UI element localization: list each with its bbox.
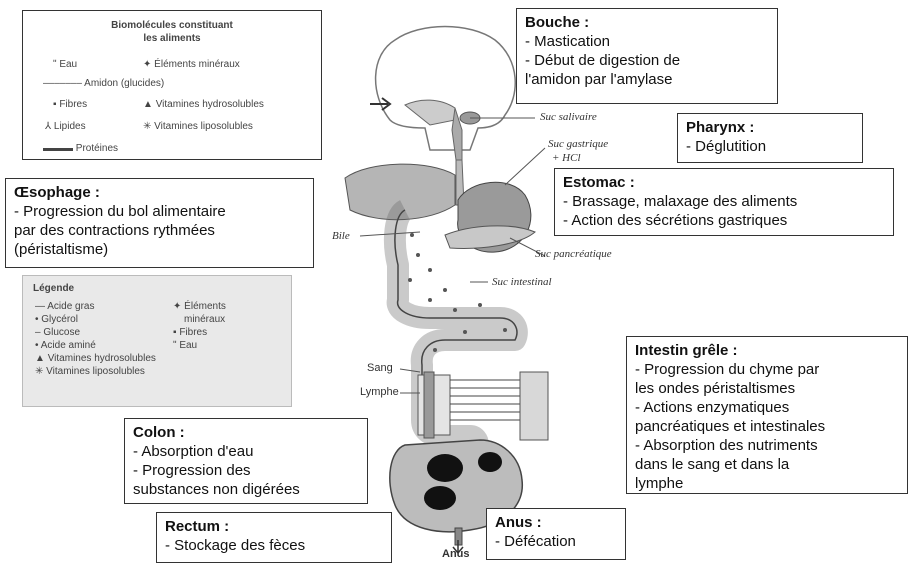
box-bouche: Bouche : - Mastication - Début de digest…	[516, 8, 778, 104]
bouche-line: - Mastication	[525, 32, 769, 51]
label-suc-pancreatique: Suc pancréatique	[535, 248, 612, 260]
box-rectum: Rectum : - Stockage des fèces	[156, 512, 392, 563]
intestin-line: - Actions enzymatiques	[635, 398, 899, 417]
label-lymphe: Lymphe	[360, 386, 399, 398]
label-suc-intestinal: Suc intestinal	[492, 276, 552, 288]
estomac-title: Estomac :	[563, 173, 885, 192]
absorption-lines	[450, 380, 520, 420]
bouche-line: - Début de digestion de	[525, 51, 769, 70]
intestin-title: Intestin grêle :	[635, 341, 899, 360]
feces-3	[478, 452, 502, 472]
estomac-line: - Brassage, malaxage des aliments	[563, 192, 885, 211]
colon-title: Colon :	[133, 423, 359, 442]
legend-item: • Glycérol	[35, 313, 156, 326]
legend-left-col: — Acide gras • Glycérol – Glucose • Acid…	[35, 300, 156, 378]
intestin-line: dans le sang et dans la	[635, 455, 899, 474]
legend-right-col: ✦ Éléments minéraux ▪ Fibres ʺ Eau	[173, 300, 226, 352]
bio-eau: ʺ Eau	[53, 58, 77, 71]
intestin-line: les ondes péristaltismes	[635, 379, 899, 398]
legend-item: ✦ Éléments	[173, 300, 226, 313]
rectum-title: Rectum :	[165, 517, 383, 536]
bio-amidon: ––––––– Amidon (glucides)	[43, 77, 164, 90]
colon-line: - Absorption d'eau	[133, 442, 359, 461]
label-bile: Bile	[332, 230, 350, 242]
bouche-line: l'amidon par l'amylase	[525, 70, 769, 89]
box-anus: Anus : - Défécation	[486, 508, 626, 560]
colon-line: substances non digérées	[133, 480, 359, 499]
legend-item: minéraux	[173, 313, 226, 326]
legend-item: ʺ Eau	[173, 339, 226, 352]
intestin-line: lymphe	[635, 474, 899, 493]
legend-item: – Glucose	[35, 326, 156, 339]
label-suc-salivaire: Suc salivaire	[540, 111, 597, 123]
bio-proteines: ▬▬▬ Protéines	[43, 142, 118, 155]
legend-item: — Acide gras	[35, 300, 156, 313]
bio-fibres: ▪ Fibres	[53, 98, 87, 111]
blood-vessel	[424, 372, 434, 438]
legend-box: Légende — Acide gras • Glycérol – Glucos…	[22, 275, 292, 407]
box-intestin-grele: Intestin grêle : - Progression du chyme …	[626, 336, 908, 494]
box-pharynx: Pharynx : - Déglutition	[677, 113, 863, 163]
legend-item: ▲ Vitamines hydrosolubles	[35, 352, 156, 365]
head-outline	[376, 27, 516, 151]
estomac-line: - Action des sécrétions gastriques	[563, 211, 885, 230]
label-sang: Sang	[367, 362, 393, 374]
bouche-title: Bouche :	[525, 13, 769, 32]
legend-item: • Acide aminé	[35, 339, 156, 352]
legend-item: ▪ Fibres	[173, 326, 226, 339]
intestin-line: - Progression du chyme par	[635, 360, 899, 379]
bio-vit-lipo: ✳ Vitamines liposolubles	[143, 120, 253, 133]
feces-2	[424, 486, 456, 510]
intestine-section	[520, 372, 548, 440]
biomolecules-title-line1: Biomolécules constituant	[111, 20, 233, 31]
legend-item: ✳ Vitamines liposolubles	[35, 365, 156, 378]
oesophage-line: par des contractions rythmées	[14, 221, 305, 240]
oesophage-line: (péristaltisme)	[14, 240, 305, 259]
biomolecules-title-line2: les aliments	[143, 33, 200, 44]
box-colon: Colon : - Absorption d'eau - Progression…	[124, 418, 368, 504]
bio-mineraux: ✦ Éléments minéraux	[143, 58, 240, 71]
legend-title: Légende	[33, 282, 281, 295]
box-oesophage: Œsophage : - Progression du bol alimenta…	[5, 178, 314, 268]
colon-line: - Progression des	[133, 461, 359, 480]
bio-lipides: ⅄ Lipides	[45, 120, 86, 133]
intestin-line: - Absorption des nutriments	[635, 436, 899, 455]
label-hcl: + HCl	[552, 152, 581, 164]
anus-title: Anus :	[495, 513, 617, 532]
feces-1	[427, 454, 463, 482]
biomolecules-box: Biomolécules constituant les aliments ʺ …	[22, 10, 322, 160]
anus-line: - Défécation	[495, 532, 617, 551]
bio-vit-hydro: ▲ Vitamines hydrosolubles	[143, 98, 264, 111]
rectum-line: - Stockage des fèces	[165, 536, 383, 555]
pharynx-title: Pharynx :	[686, 118, 854, 137]
label-anus: Anus	[442, 548, 470, 560]
box-estomac: Estomac : - Brassage, malaxage des alime…	[554, 168, 894, 236]
label-suc-gastrique: Suc gastrique	[548, 138, 608, 150]
oesophage-title: Œsophage :	[14, 183, 305, 202]
biomolecules-title: Biomolécules constituant les aliments	[23, 19, 321, 45]
oesophage-line: - Progression du bol alimentaire	[14, 202, 305, 221]
intestin-line: pancréatiques et intestinales	[635, 417, 899, 436]
pharynx-line: - Déglutition	[686, 137, 854, 156]
